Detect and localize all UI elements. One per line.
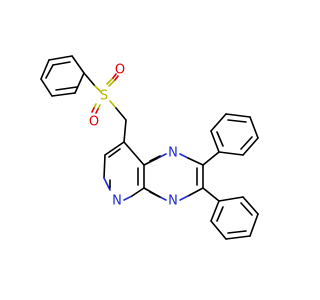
atom-symbol-n: N bbox=[168, 194, 178, 209]
atom-label-nitrogen-pyridine: N bbox=[112, 194, 122, 209]
phenyl-ring-sulfonyl bbox=[40, 55, 85, 97]
atom-symbol-n: N bbox=[168, 146, 178, 161]
atom-label-oxygen-2: O bbox=[89, 115, 99, 130]
pyridine-ring bbox=[103, 141, 145, 201]
atom-symbol-o: O bbox=[89, 115, 99, 130]
atom-label-nitrogen-pyrazine-top: N bbox=[168, 146, 178, 161]
sulfonyl-group bbox=[83, 72, 127, 121]
molecule-structure: S O O N N N bbox=[40, 55, 259, 240]
methylene-linker bbox=[123, 119, 127, 143]
atom-symbol-n: N bbox=[112, 194, 122, 209]
atom-symbol-s: S bbox=[100, 89, 108, 104]
atom-symbol-o: O bbox=[115, 63, 125, 78]
atom-label-nitrogen-pyrazine-bottom: N bbox=[168, 194, 178, 209]
atom-label-oxygen-1: O bbox=[115, 63, 125, 78]
pyrazine-ring bbox=[143, 153, 204, 201]
phenyl-ring-lower-right bbox=[202, 187, 259, 240]
phenyl-ring-upper-right bbox=[202, 113, 259, 166]
atom-label-sulfur: S bbox=[100, 89, 108, 104]
